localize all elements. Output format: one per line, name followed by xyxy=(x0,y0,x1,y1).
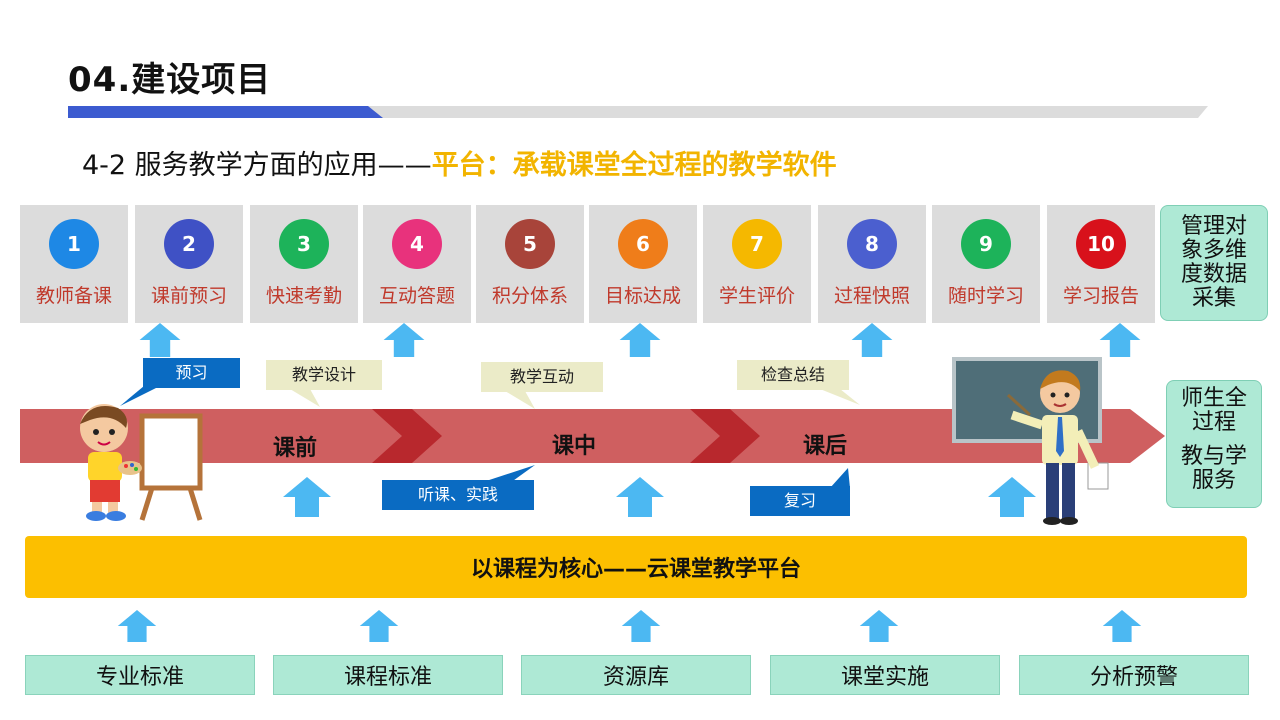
callout-review: 复习 xyxy=(750,486,850,516)
page-title: 04.建设项目 xyxy=(68,60,272,100)
feature-card-7: 7 学生评价 xyxy=(703,205,811,323)
foundation-box: 专业标准 xyxy=(25,655,255,695)
callout-design-tail xyxy=(290,389,320,407)
callout-review-tail xyxy=(830,468,850,488)
up-arrow-icon xyxy=(621,610,661,642)
feature-label: 互动答题 xyxy=(378,285,455,307)
feature-label: 学习报告 xyxy=(1062,285,1139,307)
feature-label: 教师备课 xyxy=(35,285,112,307)
callout-design: 教学设计 xyxy=(266,360,382,390)
feature-card-5: 5 积分体系 xyxy=(476,205,584,323)
callout-listen: 听课、实践 xyxy=(382,480,534,510)
stage-before-class: 课前 xyxy=(273,436,318,461)
feature-card-3: 3 快速考勤 xyxy=(250,205,358,323)
foundation-box: 资源库 xyxy=(521,655,751,695)
feature-card-9: 9 随时学习 xyxy=(932,205,1040,323)
feature-card-2: 2 课前预习 xyxy=(135,205,243,323)
feature-label: 随时学习 xyxy=(947,285,1024,307)
up-arrow-icon xyxy=(1102,610,1142,642)
subtitle-highlight: 平台：承载课堂全过程的教学软件 xyxy=(431,150,837,181)
feature-number-badge: 3 xyxy=(279,219,329,269)
feature-number-badge: 4 xyxy=(392,219,442,269)
callout-preview-tail xyxy=(120,386,160,406)
feature-number-badge: 9 xyxy=(961,219,1011,269)
feature-card-1: 1 教师备课 xyxy=(20,205,128,323)
feature-label: 快速考勤 xyxy=(265,285,342,307)
feature-number-badge: 7 xyxy=(732,219,782,269)
stage-after-class: 课后 xyxy=(803,434,848,459)
callout-check-tail xyxy=(820,389,860,405)
up-arrow-icon xyxy=(988,477,1036,517)
side-box-service: 师生全过程 教与学服务 xyxy=(1166,380,1262,508)
feature-number-badge: 2 xyxy=(164,219,214,269)
side-box-service-line2: 教与学服务 xyxy=(1180,444,1247,493)
feature-label: 学生评价 xyxy=(718,285,795,307)
subtitle-prefix: 4-2 服务教学方面的应用—— xyxy=(82,150,432,181)
side-box-data-collection-text: 管理对象多维度数据采集 xyxy=(1180,214,1247,311)
feature-number-badge: 8 xyxy=(847,219,897,269)
timeline-arrow xyxy=(20,409,1165,463)
up-arrow-icon xyxy=(1099,323,1141,357)
feature-number-badge: 10 xyxy=(1076,219,1126,269)
teacher-illustration xyxy=(952,357,1109,525)
feature-number-badge: 1 xyxy=(49,219,99,269)
feature-card-8: 8 过程快照 xyxy=(818,205,926,323)
up-arrow-icon xyxy=(383,323,425,357)
up-arrow-icon xyxy=(851,323,893,357)
foundation-box: 分析预警 xyxy=(1019,655,1249,695)
callout-interact-tail xyxy=(505,391,535,409)
feature-label: 积分体系 xyxy=(491,285,568,307)
feature-label: 过程快照 xyxy=(833,285,910,307)
side-box-service-line1: 师生全过程 xyxy=(1180,386,1247,435)
feature-number-badge: 5 xyxy=(505,219,555,269)
side-box-data-collection: 管理对象多维度数据采集 xyxy=(1160,205,1268,321)
up-arrow-icon xyxy=(619,323,661,357)
up-arrow-icon xyxy=(139,323,181,357)
feature-card-10: 10 学习报告 xyxy=(1047,205,1155,323)
callout-check: 检查总结 xyxy=(737,360,849,390)
platform-bar: 以课程为核心——云课堂教学平台 xyxy=(25,536,1247,598)
up-arrow-icon xyxy=(859,610,899,642)
student-painting-illustration xyxy=(80,404,203,521)
stage-in-class: 课中 xyxy=(552,434,597,459)
up-arrow-icon xyxy=(117,610,157,642)
foundation-box: 课堂实施 xyxy=(770,655,1000,695)
feature-label: 目标达成 xyxy=(604,285,681,307)
up-arrow-icon xyxy=(616,477,664,517)
feature-card-4: 4 互动答题 xyxy=(363,205,471,323)
feature-card-6: 6 目标达成 xyxy=(589,205,697,323)
feature-number-badge: 6 xyxy=(618,219,668,269)
section-subtitle: 4-2 服务教学方面的应用——平台：承载课堂全过程的教学软件 xyxy=(82,143,837,182)
feature-label: 课前预习 xyxy=(150,285,227,307)
callout-interact: 教学互动 xyxy=(481,362,603,392)
callout-listen-tail xyxy=(480,465,535,483)
foundation-box: 课程标准 xyxy=(273,655,503,695)
up-arrow-icon xyxy=(359,610,399,642)
callout-preview: 预习 xyxy=(143,358,240,388)
title-underline xyxy=(68,106,1208,118)
up-arrow-icon xyxy=(283,477,331,517)
